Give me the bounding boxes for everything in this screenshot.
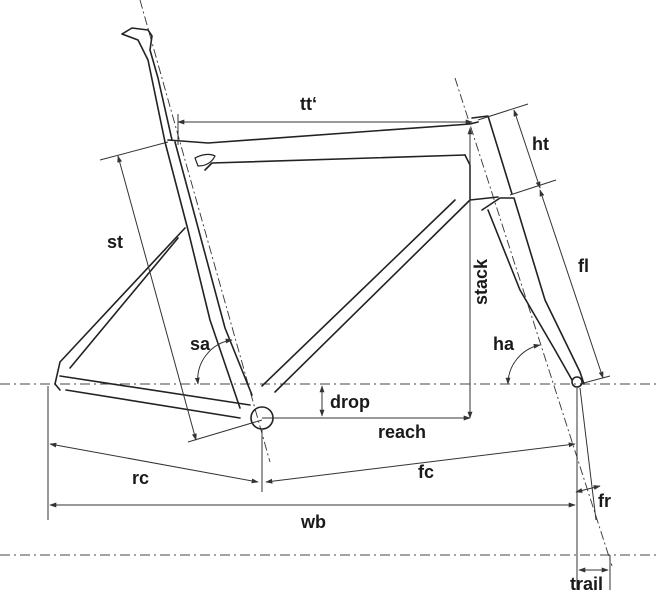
head-angle-arc [505, 343, 541, 385]
label-st: st [107, 232, 123, 252]
ht-extension-top [477, 103, 529, 121]
label-sa: sa [190, 334, 211, 354]
label-rc: rc [132, 468, 149, 488]
fork-dropout [571, 376, 583, 388]
st-extension-top [99, 141, 169, 161]
label-ht: ht [532, 134, 549, 154]
label-ha: ha [493, 334, 515, 354]
fl-extension-bottom [579, 375, 611, 385]
top-tube [167, 121, 479, 171]
ht-extension-bottom [509, 179, 557, 196]
frame-outline [54, 27, 585, 430]
seat-angle-arc [194, 338, 233, 385]
st-extension-bottom [187, 419, 263, 443]
chain-stays [54, 375, 251, 419]
fr-extension [579, 387, 597, 521]
steering-axis-centerline [454, 77, 613, 567]
ht-dimension-line [513, 109, 541, 189]
label-tt: tt‘ [300, 94, 317, 114]
label-fc: fc [418, 462, 434, 482]
label-wb: wb [300, 512, 326, 532]
head-tube [469, 115, 513, 201]
label-drop: drop [330, 392, 370, 412]
fork [481, 197, 585, 385]
label-trail: trail [570, 574, 603, 594]
fr-dimension-line [575, 485, 601, 493]
fc-dimension-line [265, 442, 576, 484]
seatpost [121, 27, 173, 143]
rc-dimension-line [49, 442, 259, 484]
fl-dimension-line [539, 189, 604, 379]
label-fr: fr [598, 491, 611, 511]
seat-cluster-gusset [194, 153, 216, 167]
label-stack: stack [471, 258, 491, 305]
label-fl: fl [578, 256, 589, 276]
label-reach: reach [378, 422, 426, 442]
down-tube [261, 154, 471, 393]
seat-tube [164, 141, 253, 409]
st-dimension-line [117, 155, 197, 441]
